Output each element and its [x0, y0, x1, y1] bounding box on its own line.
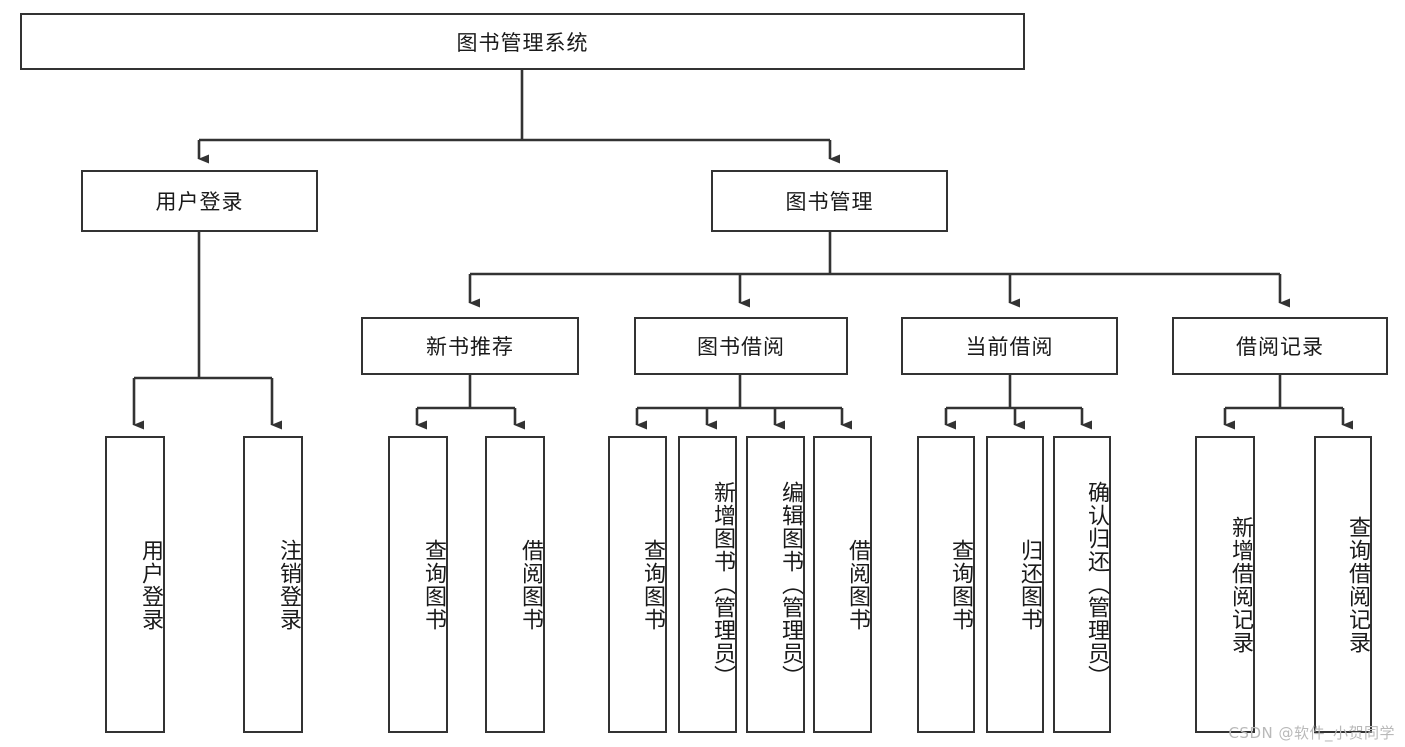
- leaf-recommend-query-book[interactable]: 查询图书: [388, 436, 448, 733]
- node-current-borrow[interactable]: 当前借阅: [901, 317, 1118, 375]
- leaf-borrow-borrow-book[interactable]: 借阅图书: [813, 436, 872, 733]
- leaf-record-add-record[interactable]: 新增借阅记录: [1195, 436, 1255, 733]
- leaf-user-login-logout[interactable]: 注销登录: [243, 436, 303, 733]
- leaf-borrow-query-book[interactable]: 查询图书: [608, 436, 667, 733]
- node-root[interactable]: 图书管理系统: [20, 13, 1025, 70]
- leaf-current-query-book[interactable]: 查询图书: [917, 436, 975, 733]
- leaf-borrow-edit-book[interactable]: 编辑图书（管理员）: [746, 436, 805, 733]
- watermark-text: CSDN @软件_小贺同学: [1228, 724, 1395, 742]
- leaf-current-confirm-return[interactable]: 确认归还（管理员）: [1053, 436, 1111, 733]
- node-user-login[interactable]: 用户登录: [81, 170, 318, 232]
- leaf-user-login-login[interactable]: 用户登录: [105, 436, 165, 733]
- leaf-current-return-book[interactable]: 归还图书: [986, 436, 1044, 733]
- node-book-borrow[interactable]: 图书借阅: [634, 317, 848, 375]
- node-borrow-record[interactable]: 借阅记录: [1172, 317, 1388, 375]
- leaf-borrow-add-book[interactable]: 新增图书（管理员）: [678, 436, 737, 733]
- node-book-management[interactable]: 图书管理: [711, 170, 948, 232]
- node-new-book-recommend[interactable]: 新书推荐: [361, 317, 579, 375]
- leaf-recommend-borrow-book[interactable]: 借阅图书: [485, 436, 545, 733]
- leaf-record-query-record[interactable]: 查询借阅记录: [1314, 436, 1372, 733]
